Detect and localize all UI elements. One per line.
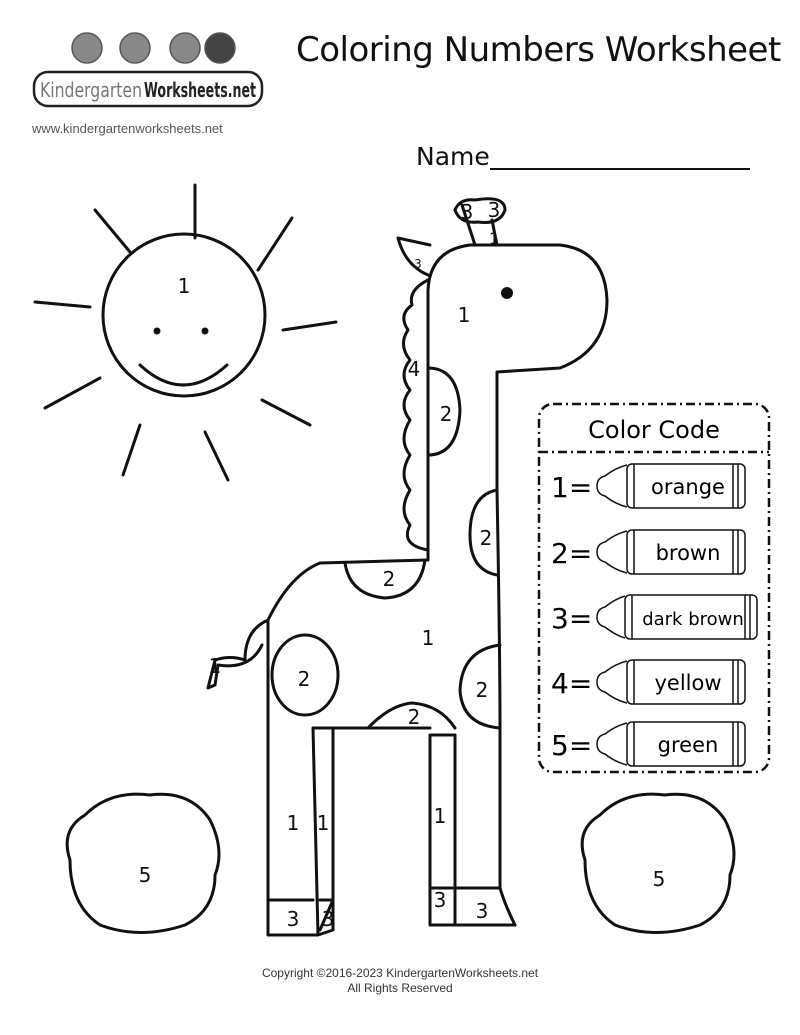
footer: Copyright ©2016-2023 KindergartenWorkshe… [0,966,800,996]
name-label: Name [416,142,490,171]
page-title: Coloring Numbers Worksheet [296,30,781,70]
crayon-icon [596,529,746,575]
tail-number: 1 [209,654,222,678]
body-spot-left-number: 2 [298,667,311,691]
bush-left-number: 5 [139,863,152,887]
color-name: green [658,733,719,757]
crayon-icon [596,659,746,705]
back-spot-right-number: 2 [480,526,493,550]
neck-spot-number: 2 [440,402,453,426]
leg2-number: 1 [317,811,330,835]
bush-right[interactable] [580,792,736,934]
head-number: 1 [458,303,471,327]
horn-left-number: 3 [461,200,474,224]
color-name: yellow [654,671,721,695]
body-number: 1 [422,626,435,650]
hoof2-number: 3 [322,907,335,931]
site-url: www.kindergartenworksheets.net [32,121,223,136]
kids-illustration [71,32,236,64]
color-code-item: 3= dark brown [551,594,758,640]
horn-right-number: 3 [488,198,501,222]
svg-text:Kindergarten: Kindergarten [40,78,142,102]
color-name: dark brown [642,609,744,630]
crayon-icon [596,594,758,640]
logo: Kindergarten Worksheets.net [32,32,264,108]
giraffe[interactable] [206,197,609,937]
color-number: 3= [551,602,592,635]
color-code-item: 1= orange [551,463,746,509]
hoof1-number: 3 [287,907,300,931]
color-code-box: Color Code 1= orange 2= brown 3= dark brown 4=… [537,402,771,774]
color-name: brown [656,541,721,565]
rights: All Rights Reserved [347,981,453,995]
name-field[interactable] [490,168,750,170]
hoof3-number: 3 [434,888,447,912]
svg-text:Worksheets.net: Worksheets.net [144,78,256,102]
mane-number: 4 [408,357,421,381]
sun-number: 1 [178,274,191,298]
color-number: 5= [551,729,592,762]
crayon-icon [596,463,746,509]
crayon-icon [596,721,746,767]
ear-number: 3 [414,257,422,271]
back-spot-number: 2 [383,567,396,591]
sun[interactable] [33,183,338,482]
color-number: 2= [551,537,592,570]
color-name: orange [651,475,725,499]
color-number: 4= [551,667,592,700]
belly-spot-number: 2 [408,705,421,729]
color-code-item: 2= brown [551,529,746,575]
color-code-title: Color Code [588,416,720,444]
color-code-item: 4= yellow [551,659,746,705]
copyright: Copyright ©2016-2023 KindergartenWorkshe… [261,966,539,980]
bush-right-number: 5 [653,867,666,891]
body-spot-right-number: 2 [476,678,489,702]
hoof4-number: 3 [476,899,489,923]
horn-stem-number: 1 [489,229,499,248]
color-code-item: 5= green [551,721,746,767]
leg1-number: 1 [287,811,300,835]
leg3-number: 1 [434,804,447,828]
bush-left[interactable] [65,792,221,934]
color-number: 1= [551,471,592,504]
